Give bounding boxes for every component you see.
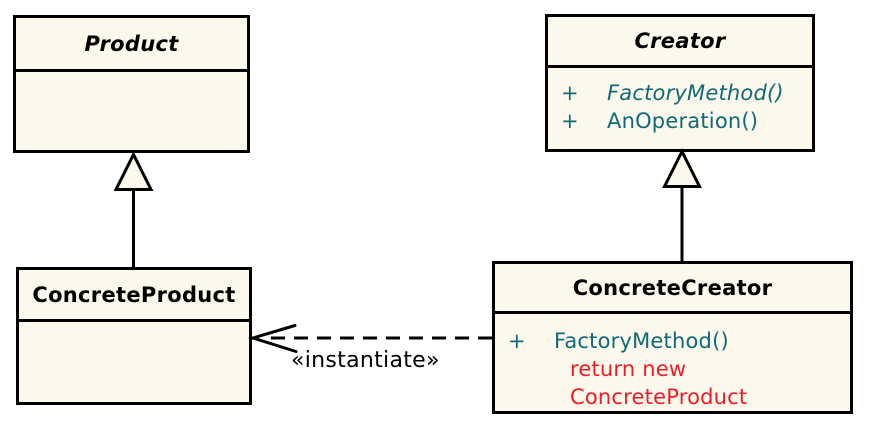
class-box-concrete-product: ConcreteProduct <box>16 267 252 405</box>
class-body-product <box>16 72 247 83</box>
class-title-concrete-creator: ConcreteCreator <box>495 264 850 314</box>
class-body-creator: + FactoryMethod() + AnOperation() <box>548 68 812 135</box>
open-arrowhead <box>247 324 298 353</box>
generalization-arrow-product <box>113 151 154 267</box>
class-title-creator: Creator <box>548 17 812 68</box>
visibility-symbol: + <box>561 109 579 133</box>
method-name: AnOperation() <box>607 109 759 133</box>
code-note-line: ConcreteProduct <box>570 385 748 409</box>
class-box-product: Product <box>13 15 250 153</box>
instantiate-stereotype-label: «instantiate» <box>291 348 440 373</box>
method-factorymethod-concrete: + FactoryMethod() <box>508 327 846 355</box>
method-factorymethod-abstract: + FactoryMethod() <box>561 79 808 107</box>
class-title-product: Product <box>16 18 247 72</box>
class-body-concrete-creator: + FactoryMethod() return new ConcretePro… <box>495 314 850 411</box>
class-box-concrete-creator: ConcreteCreator + FactoryMethod() return… <box>492 261 853 414</box>
hollow-triangle-arrowhead <box>662 148 702 188</box>
class-title-concrete-product: ConcreteProduct <box>19 270 249 322</box>
hollow-triangle-arrowhead <box>113 151 154 191</box>
method-name: FactoryMethod() <box>607 81 784 105</box>
class-box-creator: Creator + FactoryMethod() + AnOperation(… <box>545 14 815 152</box>
generalization-arrow-creator <box>662 148 702 261</box>
method-anoperation: + AnOperation() <box>561 107 808 135</box>
class-body-concrete-product <box>19 322 249 333</box>
code-note-line: return new <box>570 357 687 381</box>
visibility-symbol: + <box>508 329 526 353</box>
method-name: FactoryMethod() <box>554 329 729 353</box>
visibility-symbol: + <box>561 81 579 105</box>
